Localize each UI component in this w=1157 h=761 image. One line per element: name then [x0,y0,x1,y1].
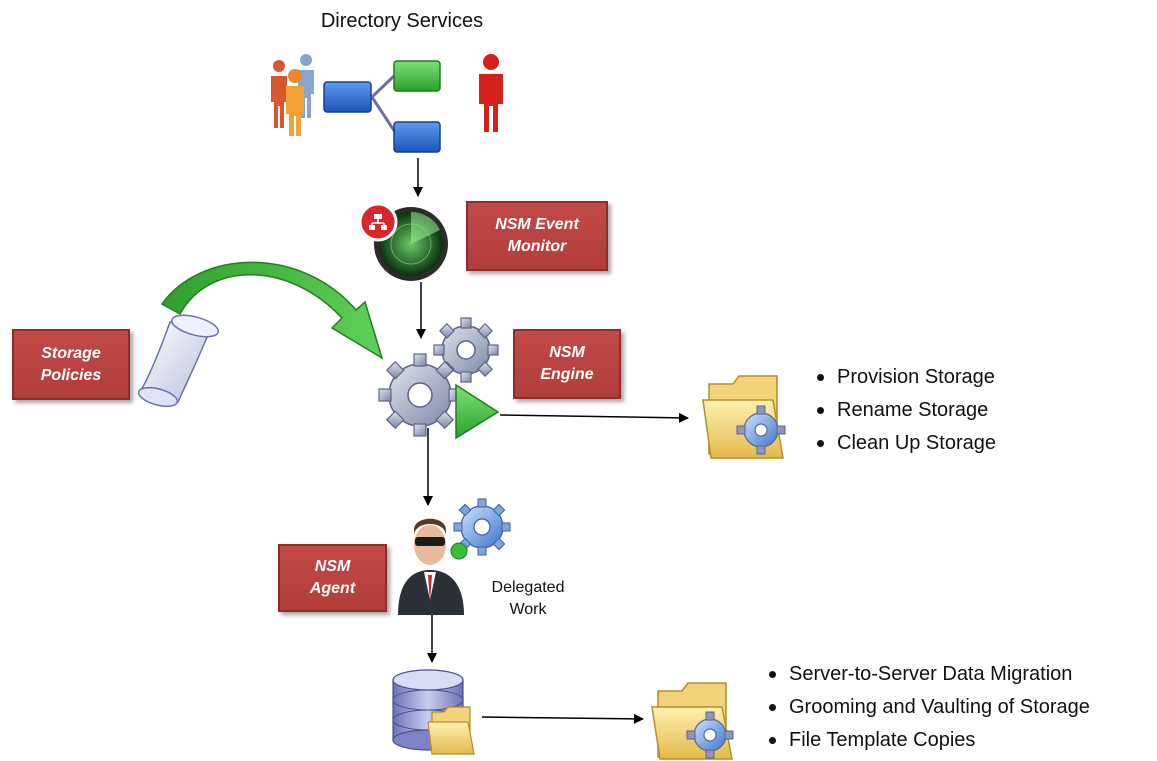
arrow-engine-to-folder [499,412,689,423]
radar-monitor-icon [358,202,448,281]
nsm-event-monitor-box: NSM Event Monitor [466,201,608,271]
nsm-event-monitor-label: NSM Event Monitor [495,216,579,255]
nsm-agent-box: NSM Agent [278,544,387,612]
list-item: Clean Up Storage [813,427,996,460]
scroll-icon [137,314,220,408]
folder-gear-icon [702,375,786,459]
nsm-agent-label: NSM Agent [309,558,356,597]
list-item: Grooming and Vaulting of Storage [765,691,1090,724]
agent-actions-list: Server-to-Server Data Migration Grooming… [765,658,1090,757]
business-agent-icon [398,498,511,615]
red-person-icon [479,54,503,132]
nsm-engine-box: NSM Engine [513,329,621,399]
database-icon [392,669,475,755]
gears-play-icon [378,317,500,440]
list-item: Rename Storage [813,394,996,427]
storage-policies-box: Storage Policies [12,329,130,400]
connectors [413,158,689,724]
diagram-title: Directory Services [320,10,484,32]
arrow-database-to-folder [481,713,644,724]
org-chart-icon [323,60,441,153]
list-item: Server-to-Server Data Migration [765,658,1090,691]
storage-policies-label: Storage Policies [40,344,102,384]
list-item: Provision Storage [813,361,996,394]
nsm-engine-label: NSM Engine [540,344,594,383]
list-item: File Template Copies [765,724,1090,757]
people-group-icon [271,54,314,136]
delegated-work-label: Delegated Work [491,579,565,618]
folder-gear-icon-bottom [651,682,734,760]
curved-green-arrow-icon [160,261,384,360]
engine-actions-list: Provision Storage Rename Storage Clean U… [813,361,996,460]
